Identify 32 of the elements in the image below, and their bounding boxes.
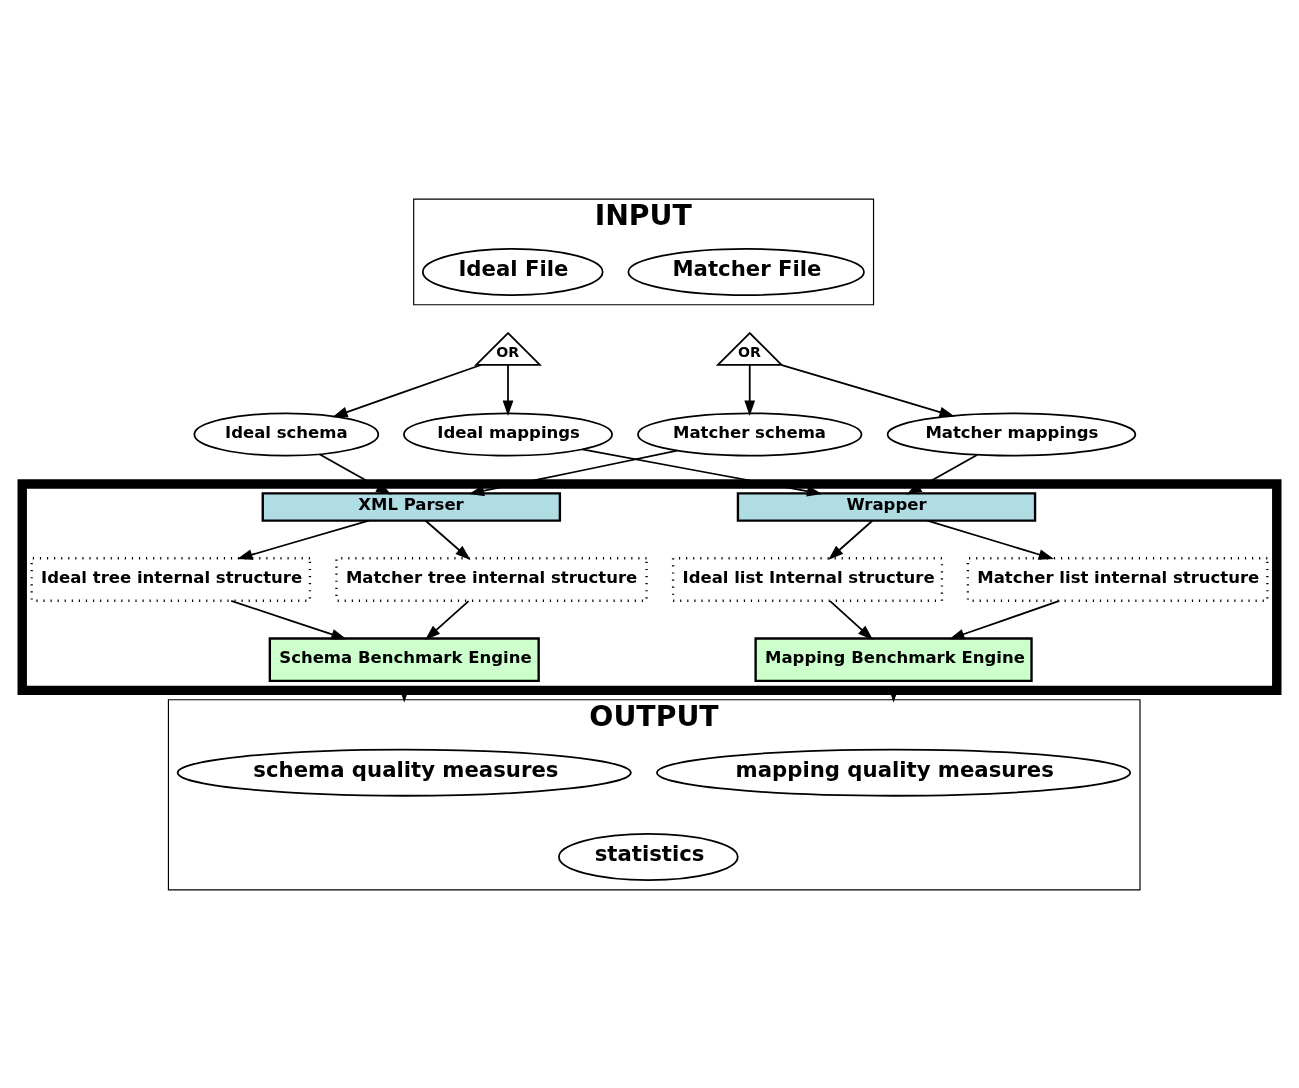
arrow xyxy=(744,363,756,416)
node-box: Matcher list internal structure xyxy=(966,556,1269,602)
node-ellipse: Matcher schema xyxy=(637,411,863,457)
node-box: Matcher tree internal structure xyxy=(335,556,648,602)
arrow xyxy=(230,599,347,640)
arrow xyxy=(828,519,874,560)
node-box: XML Parser xyxy=(261,491,562,522)
node-box: Schema Benchmark Engine xyxy=(268,636,540,682)
arrow xyxy=(237,519,370,560)
arrow xyxy=(424,519,471,560)
node-ellipse: statistics xyxy=(558,832,739,881)
arrow xyxy=(318,452,392,495)
arrow xyxy=(468,449,678,496)
arrow xyxy=(949,599,1061,639)
arrow xyxy=(332,363,482,417)
node-ellipse: Matcher File xyxy=(627,247,865,296)
arrow xyxy=(502,363,514,416)
arrow xyxy=(780,363,955,417)
node-box: Mapping Benchmark Engine xyxy=(754,636,1033,682)
node-ellipse: Ideal mappings xyxy=(403,411,613,457)
node-ellipse: Matcher mappings xyxy=(886,411,1137,457)
node-box: Ideal list Internal structure xyxy=(671,556,944,602)
node-box: Ideal tree internal structure xyxy=(30,556,312,602)
node-ellipse: mapping quality measures xyxy=(656,748,1132,797)
node-ellipse: Ideal File xyxy=(421,247,604,296)
arrow xyxy=(425,599,470,640)
node-box: Wrapper xyxy=(736,491,1037,522)
arrow xyxy=(829,599,874,640)
arrow xyxy=(581,448,823,496)
node-ellipse: schema quality measures xyxy=(176,748,632,797)
arrow xyxy=(926,519,1054,560)
node-ellipse: Ideal schema xyxy=(193,411,380,457)
